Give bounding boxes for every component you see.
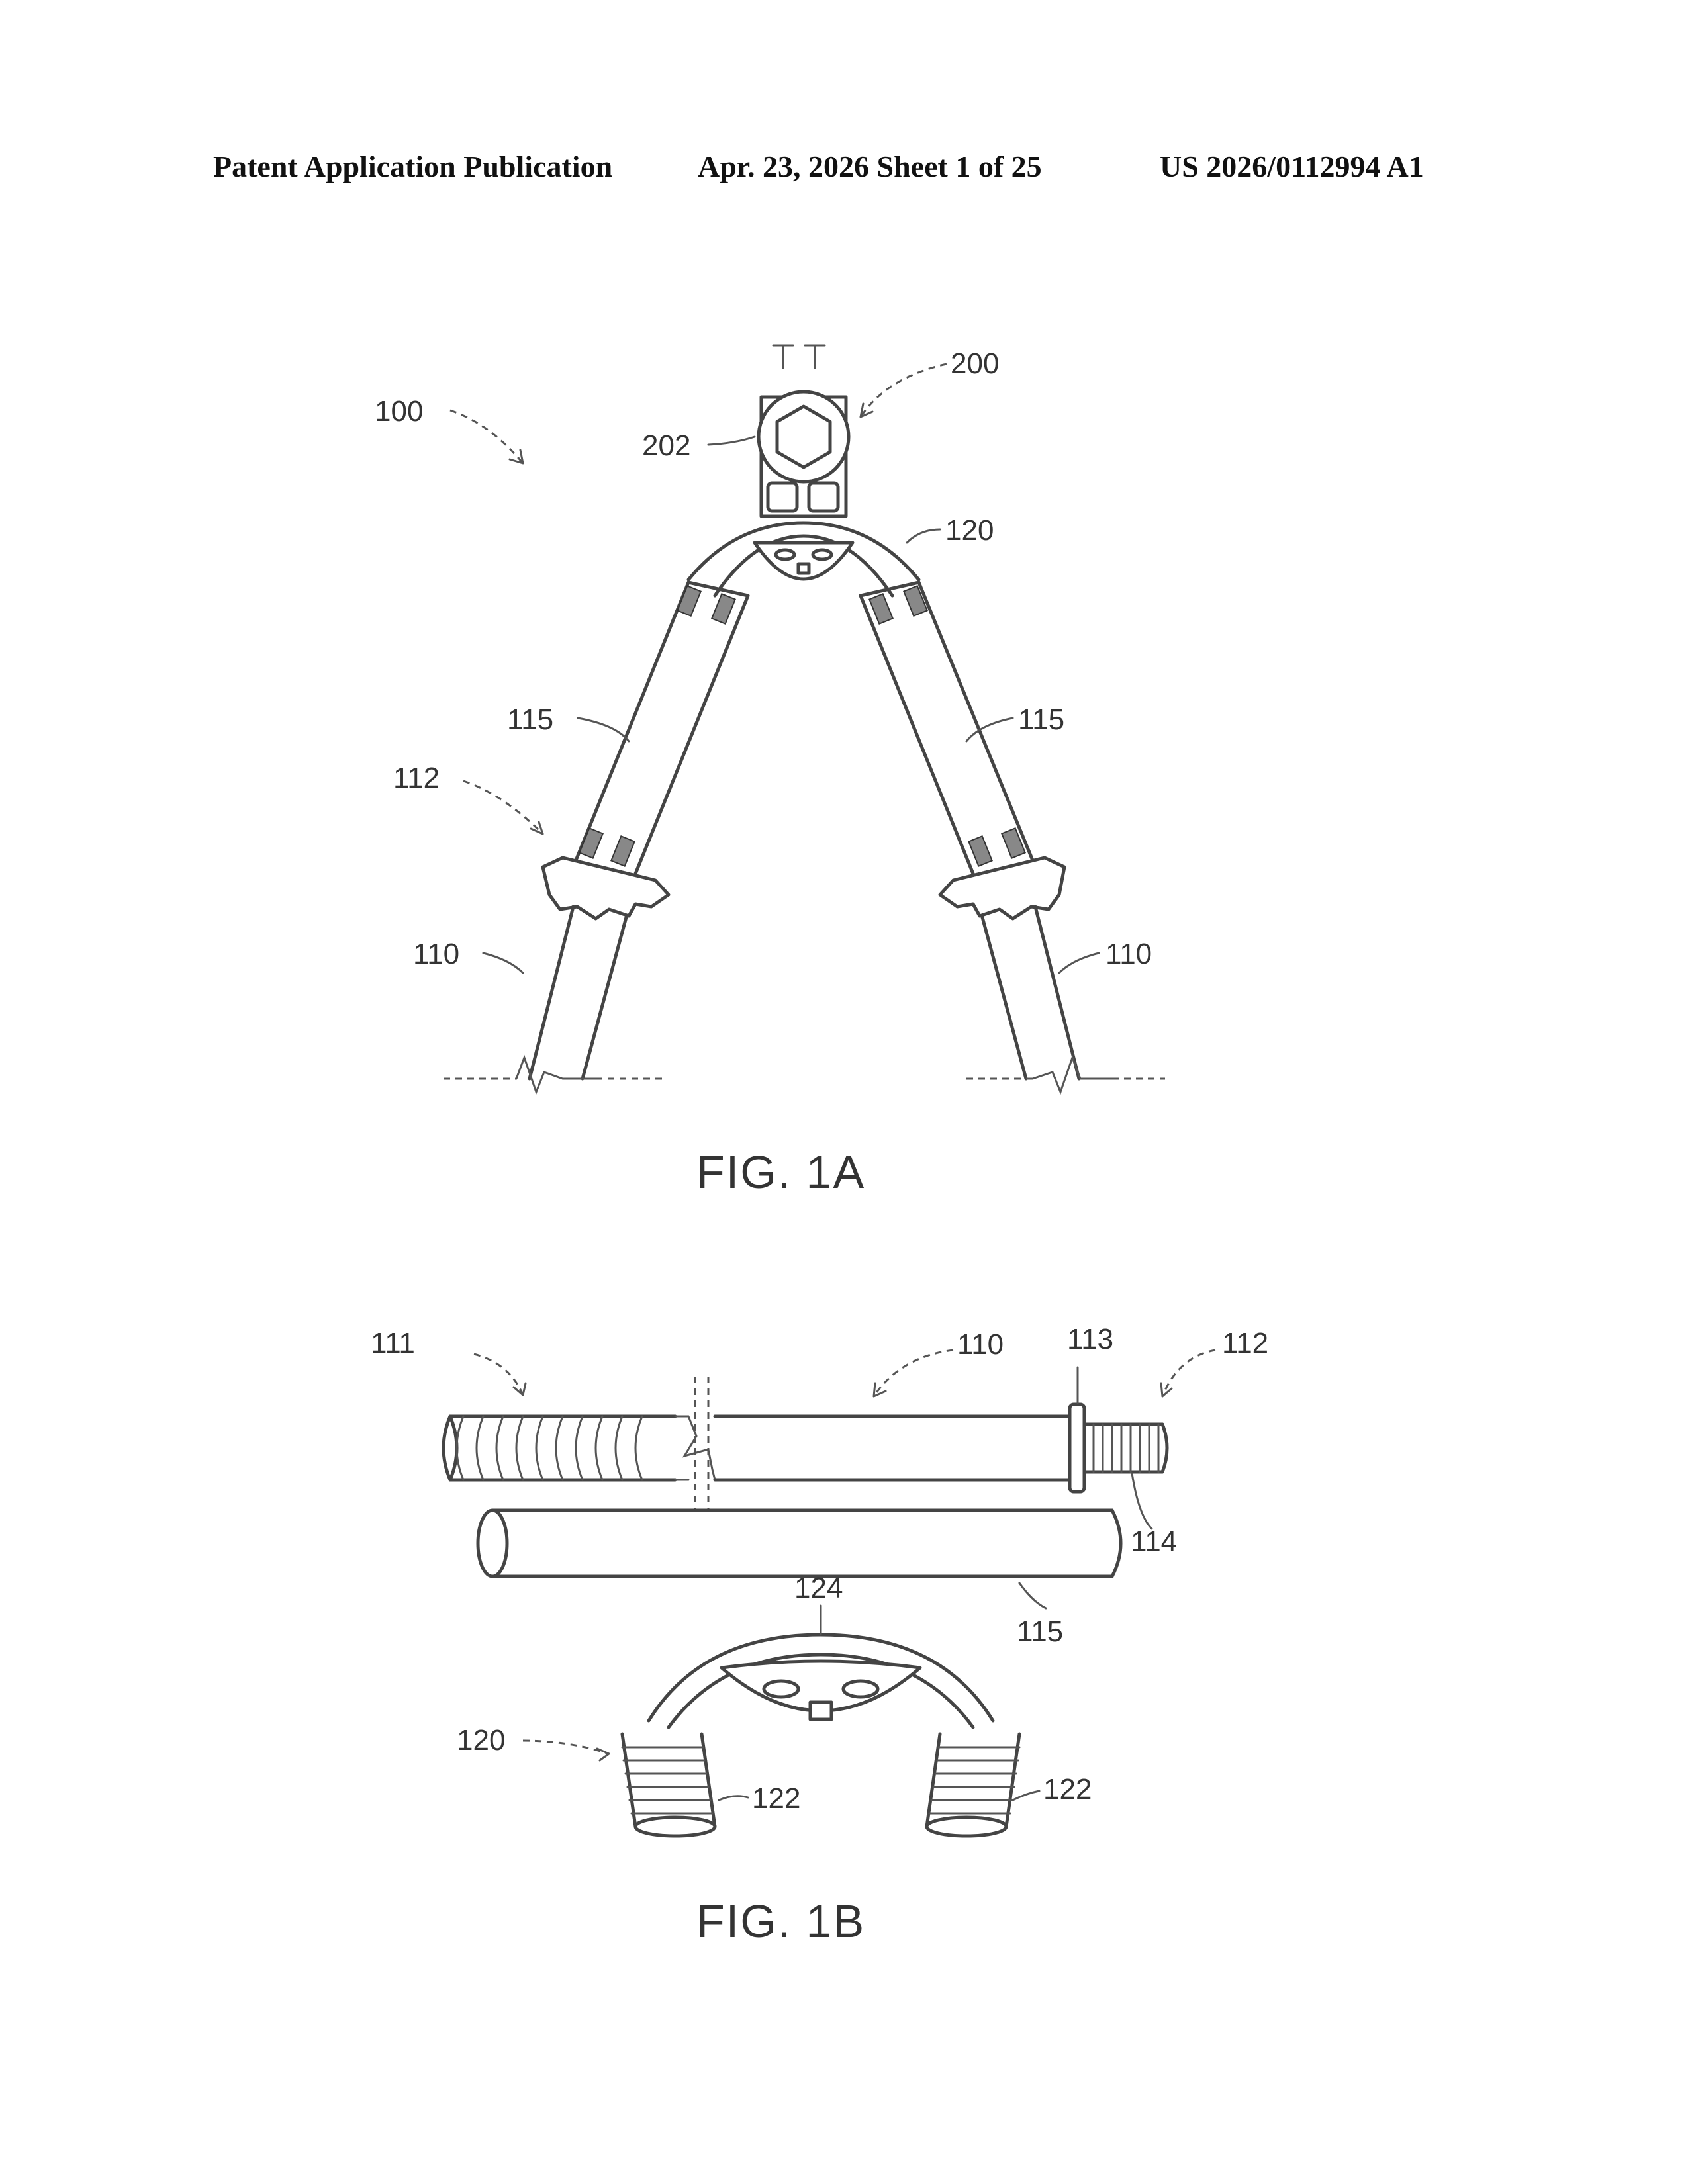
ref-label-115-right: 115	[1018, 705, 1064, 735]
ref-label-122-left: 122	[752, 1784, 800, 1813]
ref-label-110-b: 110	[957, 1330, 1004, 1359]
ref-label-115-left: 115	[507, 705, 553, 735]
ref-label-112: 112	[393, 764, 440, 793]
ref-label-115-b: 115	[1017, 1617, 1063, 1647]
figure-caption-1b: FIG. 1B	[696, 1898, 865, 1944]
connector-120-b	[622, 1635, 1019, 1836]
ref-label-113: 113	[1067, 1325, 1113, 1354]
ref-label-111: 111	[371, 1329, 415, 1358]
ref-label-120: 120	[945, 516, 994, 545]
figure-caption-1a: FIG. 1A	[696, 1149, 865, 1195]
sleeve-115	[478, 1510, 1121, 1576]
ref-label-112-b: 112	[1222, 1329, 1268, 1358]
ref-label-122-right: 122	[1043, 1775, 1092, 1804]
right-rod-assembly	[861, 582, 1165, 1092]
ref-label-100: 100	[375, 397, 423, 426]
left-rod-assembly	[444, 582, 748, 1092]
ref-label-110-left: 110	[413, 940, 459, 969]
ref-label-120-b: 120	[457, 1726, 505, 1755]
ref-label-124: 124	[794, 1574, 843, 1603]
ref-label-200: 200	[951, 349, 999, 379]
ref-label-110-right: 110	[1105, 940, 1152, 969]
ref-label-202: 202	[642, 432, 690, 461]
ref-label-114: 114	[1131, 1527, 1177, 1557]
connector-120	[688, 523, 919, 596]
bone-screw-coil-111	[444, 1416, 675, 1480]
rod-shaft-110	[715, 1404, 1167, 1492]
driver-head-200	[759, 345, 849, 516]
